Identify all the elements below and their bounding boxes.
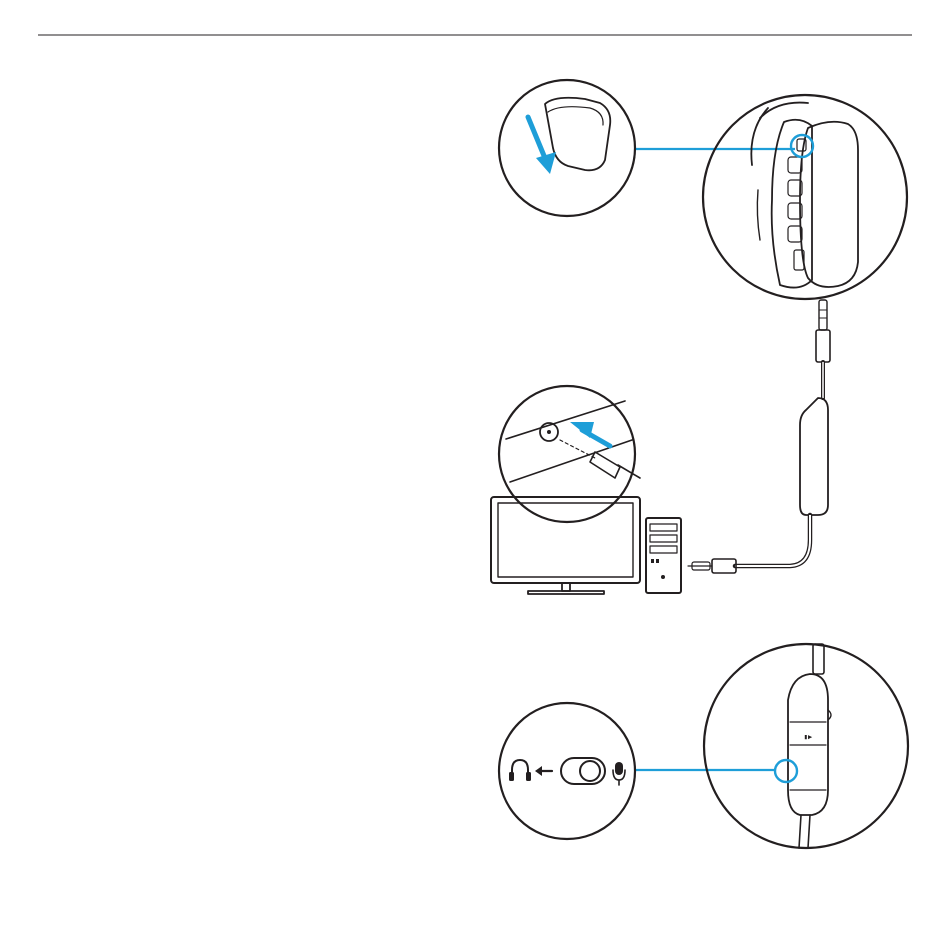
highlight-ring-switch (775, 760, 797, 782)
headphone-icon (512, 760, 528, 778)
earcup-button-1 (788, 157, 802, 173)
mic-mute-switch-callout (499, 703, 635, 839)
headset-cable (688, 300, 830, 573)
headset-earcup-callout (703, 95, 907, 299)
toggle-switch-icon (561, 758, 605, 784)
monitor-icon (491, 497, 640, 594)
pc-tower-icon (646, 518, 681, 593)
jack-insert-callout (499, 386, 640, 522)
inline-control-callout: ▮▶ (704, 644, 908, 848)
mic-boom-callout (499, 80, 635, 216)
inline-control-glyph: ▮▶ (804, 733, 813, 741)
inline-control (800, 398, 828, 515)
microphone-icon (613, 762, 625, 785)
ear-cushion (800, 122, 858, 287)
